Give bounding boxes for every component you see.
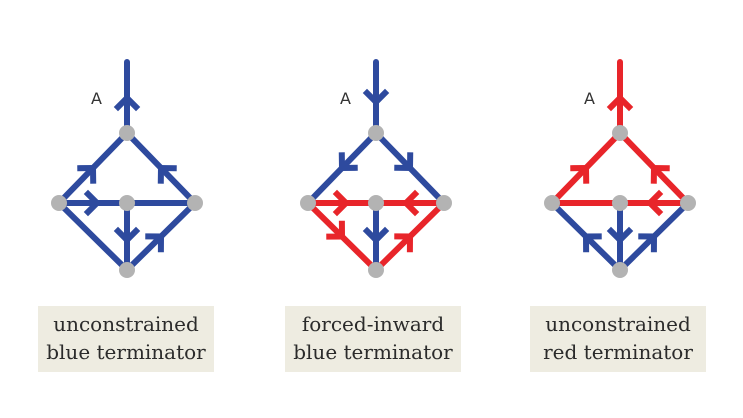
caption-unconstrained-red: unconstrained red terminator <box>530 306 706 372</box>
node-label-a: A <box>340 89 351 108</box>
arrow-v <box>362 226 390 245</box>
arrow-ll <box>582 233 602 253</box>
graph-node <box>300 195 316 211</box>
caption-forced-inward-blue: forced-inward blue terminator <box>285 306 461 372</box>
caption-line: red terminator <box>543 340 693 364</box>
graph-node <box>612 125 628 141</box>
graph-node <box>612 262 628 278</box>
caption-line: unconstrained <box>53 312 199 336</box>
arrow-ll <box>326 220 346 240</box>
arrow-hr <box>401 189 420 217</box>
arrow-ur <box>157 164 177 184</box>
graph-node <box>187 195 203 211</box>
graph-node <box>680 195 696 211</box>
graph-node <box>368 125 384 141</box>
arrow-lr <box>394 233 414 253</box>
arrow-hl <box>83 189 102 217</box>
graph-node <box>119 262 135 278</box>
graph-node <box>436 195 452 211</box>
diagram-panel-1: A <box>300 59 452 278</box>
arrow-ul <box>338 152 358 172</box>
stem-arrow <box>362 88 390 107</box>
arrow-hr <box>645 189 664 217</box>
graph-node <box>51 195 67 211</box>
node-label-a: A <box>584 89 595 108</box>
arrow-v <box>606 226 634 245</box>
node-label-a: A <box>91 89 102 108</box>
arrow-lr <box>145 233 165 253</box>
caption-line: blue terminator <box>293 340 453 364</box>
arrow-v <box>113 226 141 245</box>
diagram-panel-0: A <box>51 59 203 278</box>
graph-node <box>119 125 135 141</box>
diagram-panel-2: A <box>544 59 696 278</box>
arrow-ul <box>77 164 97 184</box>
caption-unconstrained-blue: unconstrained blue terminator <box>38 306 214 372</box>
stem-arrow <box>606 93 634 112</box>
arrow-ur <box>394 152 414 172</box>
caption-line: forced-inward <box>301 312 445 336</box>
edge-ll <box>56 200 130 273</box>
graph-node <box>612 195 628 211</box>
graph-node <box>368 195 384 211</box>
caption-line: unconstrained <box>545 312 691 336</box>
arrow-ul <box>570 164 590 184</box>
caption-line: blue terminator <box>46 340 206 364</box>
graph-node <box>368 262 384 278</box>
arrow-hl <box>332 189 351 217</box>
graph-node <box>119 195 135 211</box>
arrow-lr <box>638 233 658 253</box>
arrow-ur <box>650 164 670 184</box>
stem-arrow <box>113 93 141 112</box>
graph-node <box>544 195 560 211</box>
